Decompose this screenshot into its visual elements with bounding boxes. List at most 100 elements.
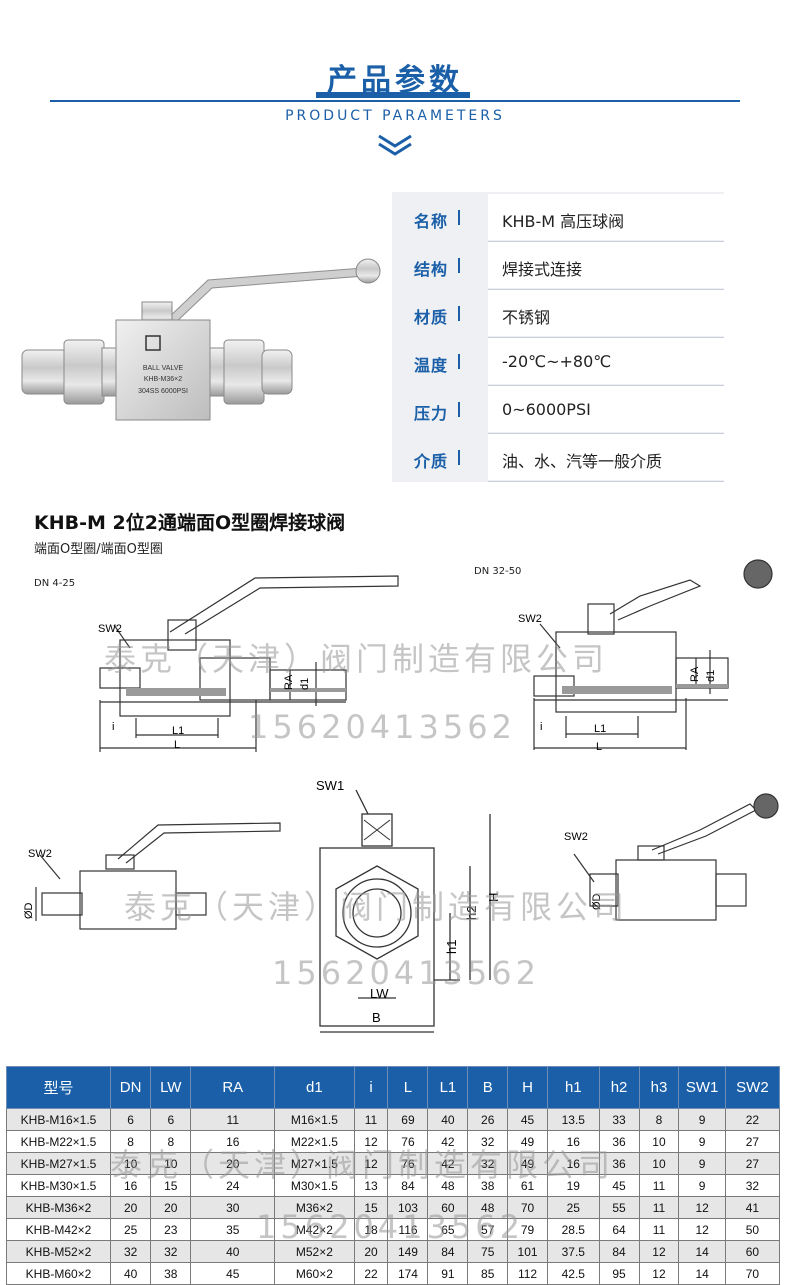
spec-key: 介质 [414, 452, 449, 471]
spec-row-divider [488, 337, 724, 338]
table-cell: M60×2 [274, 1262, 355, 1285]
table-cell: 11 [638, 1218, 680, 1241]
plate-line-2: KHB-M36×2 [144, 376, 182, 383]
table-header-cell: h1 [547, 1066, 600, 1109]
dim-od-ext: ØD [23, 902, 35, 919]
dim-d1-large: d1 [705, 670, 717, 682]
table-cell: 42.5 [547, 1262, 600, 1285]
plate-line-1: BALL VALVE [143, 365, 184, 372]
dim-sw2-large: SW2 [518, 613, 542, 625]
table-cell: KHB-M60×2 [5, 1262, 112, 1285]
drawing-external-small: SW2 ØD [23, 822, 281, 930]
table-cell: 11 [353, 1108, 389, 1131]
spec-key: 结构 [414, 260, 449, 279]
spec-divider-bar [458, 450, 460, 465]
table-cell: 10 [638, 1152, 680, 1175]
table-cell: 12 [678, 1218, 726, 1241]
table-cell: KHB-M52×2 [5, 1240, 112, 1263]
table-cell: 11 [638, 1196, 680, 1219]
plate-line-3: 304SS 6000PSI [138, 388, 188, 395]
table-cell: 10 [150, 1152, 192, 1175]
table-cell: 11 [638, 1174, 680, 1197]
spec-key: 名称 [414, 212, 449, 231]
table-header-cell: H [507, 1066, 549, 1109]
table-cell: 13.5 [547, 1108, 600, 1131]
table-cell: 64 [598, 1218, 640, 1241]
dim-od-ext-large: ØD [591, 893, 603, 910]
table-cell: 48 [467, 1196, 509, 1219]
spec-value-box: -20℃~+80℃ [488, 338, 724, 384]
spec-row-divider [488, 433, 724, 434]
table-cell: 36 [598, 1152, 640, 1175]
table-header-cell: L1 [427, 1066, 469, 1109]
spec-divider-bar [458, 402, 460, 417]
section-subtitle: 端面O型圈/端面O型圈 [34, 542, 163, 557]
dim-d1: d1 [299, 678, 311, 690]
spec-value-box: 焊接式连接 [488, 242, 724, 288]
table-cell: 32 [110, 1240, 152, 1263]
table-cell: 91 [427, 1262, 469, 1285]
table-cell: 9 [678, 1174, 726, 1197]
table-cell: KHB-M42×2 [5, 1218, 112, 1241]
table-cell: 41 [724, 1196, 781, 1219]
dim-i: i [112, 721, 114, 733]
table-cell: 22 [353, 1262, 389, 1285]
table-cell: 10 [638, 1130, 680, 1153]
spec-row: 名称 KHB-M 高压球阀 [392, 194, 724, 242]
table-cell: 12 [678, 1196, 726, 1219]
spec-value-box: 油、水、汽等一般介质 [488, 434, 724, 480]
table-cell: 49 [507, 1152, 549, 1175]
table-cell: 14 [678, 1262, 726, 1285]
table-cell: 45 [507, 1108, 549, 1131]
table-cell: 69 [387, 1108, 429, 1131]
table-cell: 9 [678, 1108, 726, 1131]
table-cell: 20 [150, 1196, 192, 1219]
spec-value: 焊接式连接 [502, 260, 583, 279]
table-cell: 149 [387, 1240, 429, 1263]
table-cell: 45 [190, 1262, 276, 1285]
watermark-company-2: 泰克（天津）阀门制造有限公司 [124, 888, 629, 926]
table-cell: 8 [150, 1130, 192, 1153]
drawing-dn4-25-section: SW2 RA d1 i L1 L [98, 575, 399, 752]
table-cell: 20 [190, 1152, 276, 1175]
table-cell: 6 [110, 1108, 152, 1131]
table-header-cell: h2 [598, 1066, 640, 1109]
table-cell: 12 [638, 1240, 680, 1263]
spec-value-box: 0~6000PSI [488, 386, 724, 432]
table-cell: 36 [598, 1130, 640, 1153]
spec-value: KHB-M 高压球阀 [502, 212, 625, 231]
spec-row-divider [488, 385, 724, 386]
table-cell: 11 [190, 1108, 276, 1131]
table-cell: 116 [387, 1218, 429, 1241]
table-header-cell: SW1 [678, 1066, 726, 1109]
table-cell: 70 [507, 1196, 549, 1219]
header-accent-bar [316, 92, 470, 98]
table-cell: 12 [353, 1130, 389, 1153]
table-cell: M42×2 [274, 1218, 355, 1241]
double-chevron-down-icon [378, 134, 412, 156]
spec-key: 材质 [414, 308, 449, 327]
spec-divider-bar [458, 354, 460, 369]
table-cell: 95 [598, 1262, 640, 1285]
page-subtitle: PRODUCT PARAMETERS [285, 108, 505, 124]
spec-key: 压力 [414, 404, 449, 423]
valve-photo: BALL VALVE KHB-M36×2 304SS 6000PSI [21, 258, 381, 421]
table-cell: 84 [427, 1240, 469, 1263]
spec-value: 不锈钢 [502, 308, 551, 327]
table-cell: 9 [678, 1130, 726, 1153]
table-header-cell: B [467, 1066, 509, 1109]
header-divider [50, 100, 740, 102]
dim-lw: LW [370, 986, 389, 1001]
table-header-cell: L [387, 1066, 429, 1109]
table-cell: M16×1.5 [274, 1108, 355, 1131]
spec-divider-bar [458, 306, 460, 321]
table-cell: 16 [547, 1130, 600, 1153]
table-cell: 42 [427, 1152, 469, 1175]
table-header-cell: DN [110, 1066, 152, 1109]
